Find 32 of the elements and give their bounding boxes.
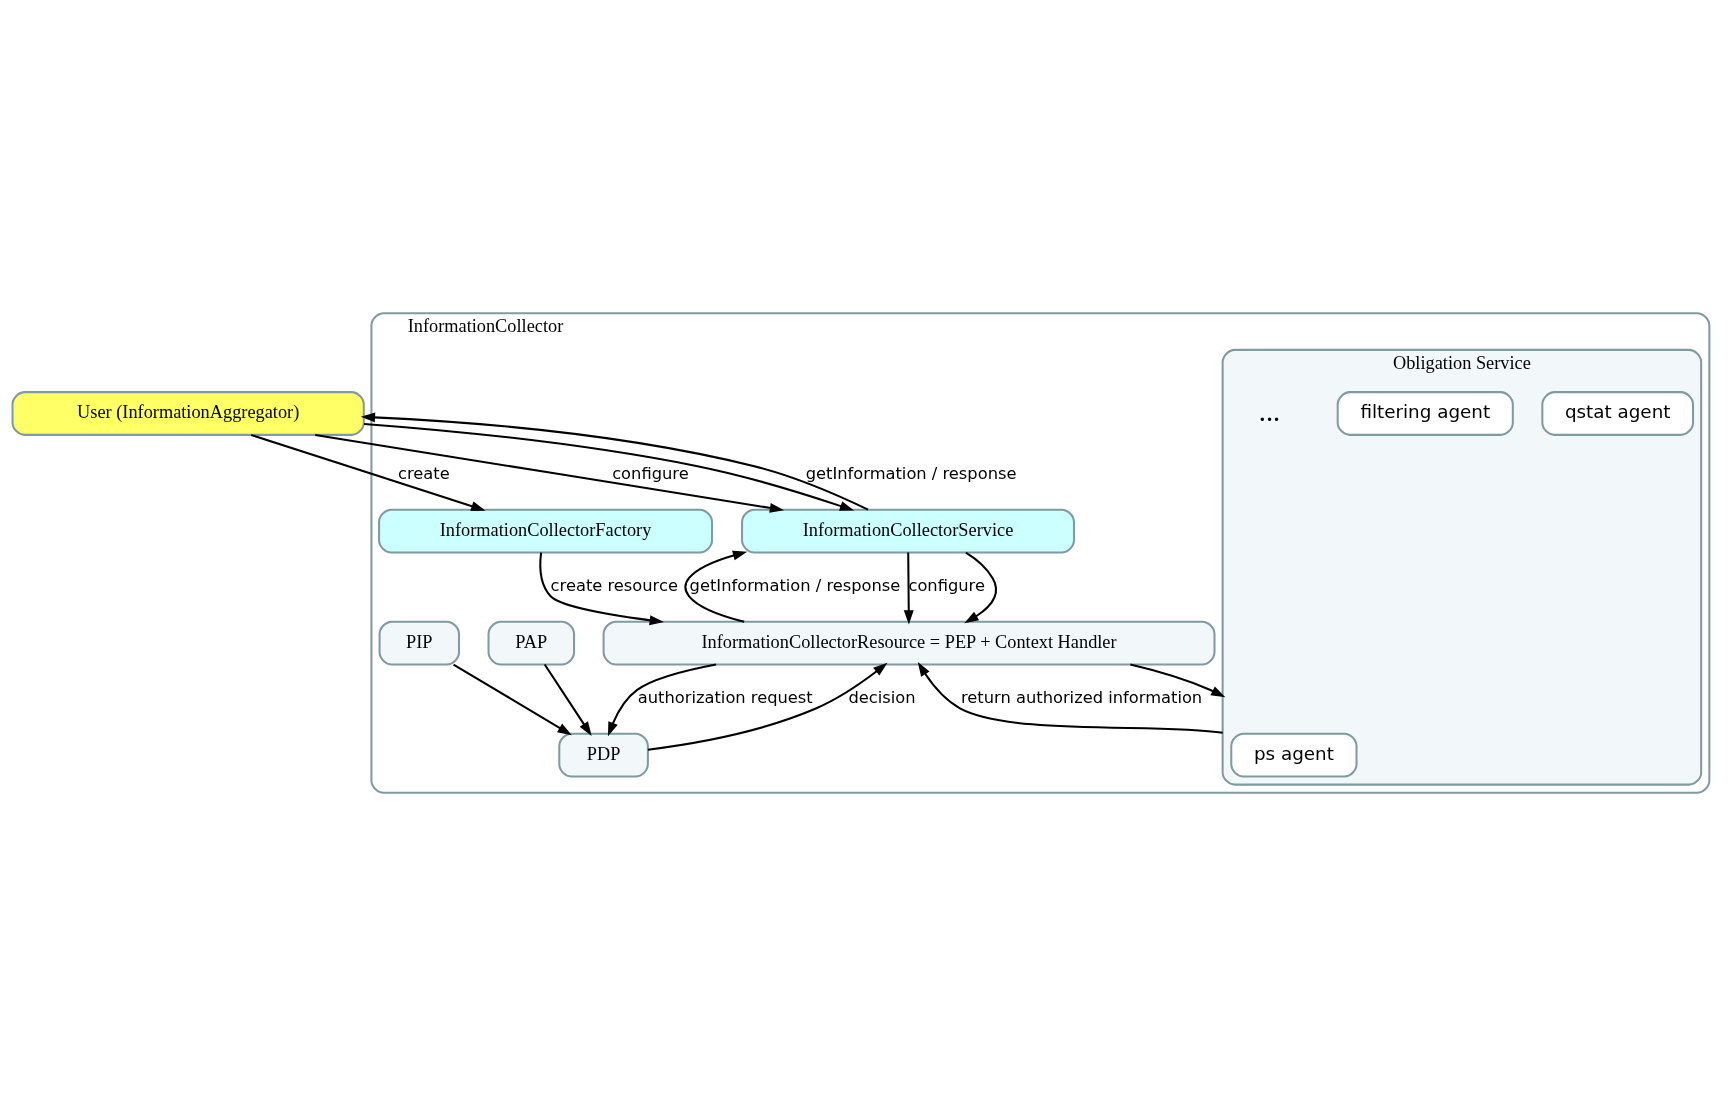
node-box: User (InformationAggregator) xyxy=(11,391,365,436)
node-box: qstat agent xyxy=(1541,391,1695,436)
arrow xyxy=(1130,663,1226,698)
node-box: InformationCollectorResource = PEP + Context Handler xyxy=(602,620,1216,666)
node-box: PIP xyxy=(378,620,460,666)
arrow xyxy=(647,662,888,751)
arrow xyxy=(543,664,592,736)
arrow xyxy=(315,433,785,513)
edge-label: configure xyxy=(612,463,689,483)
edge-label: decision xyxy=(848,687,916,707)
edge-label: create xyxy=(398,463,450,483)
node-box: PAP xyxy=(487,620,576,666)
label: ... xyxy=(1258,395,1281,427)
arrow xyxy=(903,552,914,625)
edge-label: getInformation / response xyxy=(805,463,1017,483)
arrow xyxy=(917,662,1223,734)
arrow xyxy=(453,663,572,736)
arrow xyxy=(684,550,748,623)
node-box: ps agent xyxy=(1230,732,1358,778)
edge-label: authorization request xyxy=(637,687,813,707)
arrow xyxy=(539,552,664,626)
node-box: InformationCollectorService xyxy=(741,508,1075,554)
edge-label: getInformation / response xyxy=(689,575,901,595)
node-box: filtering agent xyxy=(1336,391,1514,436)
arrow xyxy=(250,433,486,511)
edge-label: return authorized information xyxy=(961,687,1203,707)
arrow xyxy=(964,551,997,624)
edge-label: configure xyxy=(908,575,985,595)
node-box: PDP xyxy=(558,732,649,778)
arrow xyxy=(607,663,717,737)
edge-label: create resource xyxy=(550,575,678,595)
node-box: InformationCollectorFactory xyxy=(378,508,714,554)
